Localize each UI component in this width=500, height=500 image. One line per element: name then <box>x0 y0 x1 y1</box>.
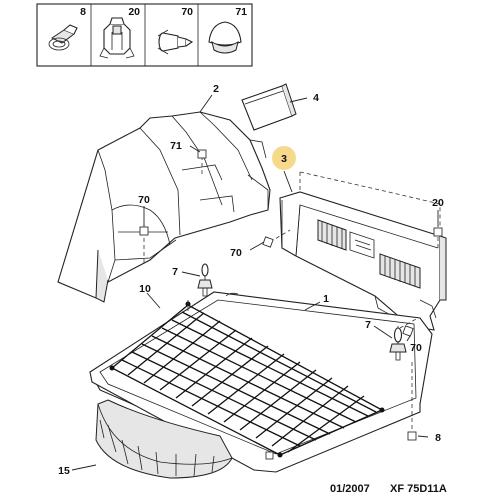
callout-label-15: 15 <box>58 465 70 477</box>
trim-plug-icon <box>208 21 242 54</box>
rear-trim-dashed-outline <box>299 171 441 240</box>
footer-date: 01/2007 <box>330 483 370 495</box>
rear-lower-trim-part <box>279 191 447 331</box>
cargo-net-part <box>109 301 385 458</box>
footer-code: XF 75D11A <box>390 483 447 495</box>
callout-label-7-left: 7 <box>172 266 178 278</box>
left-quarter-trim-part <box>57 111 271 303</box>
storage-tray-part <box>95 399 233 479</box>
callout-label-1: 1 <box>323 293 329 305</box>
leader-lines <box>71 94 439 471</box>
fastener-squares <box>139 149 443 460</box>
small-panel-part <box>241 83 297 131</box>
callout-label-70-right: 70 <box>410 342 422 354</box>
legend-number-70: 70 <box>181 6 193 18</box>
tie-down-ring-right <box>389 326 407 361</box>
callout-label-4: 4 <box>313 92 319 104</box>
retaining-clip-icon <box>99 17 135 59</box>
callout-label-3: 3 <box>281 153 287 165</box>
tie-down-ring-left <box>197 263 213 297</box>
callout-label-70-left: 70 <box>138 194 150 206</box>
callout-label-7-right: 7 <box>365 319 371 331</box>
callout-3-highlight <box>272 146 296 170</box>
legend-box: 8 20 70 71 <box>36 3 253 67</box>
callout-label-2: 2 <box>213 83 219 95</box>
hook-clip-icon <box>48 24 78 51</box>
legend-number-71: 71 <box>235 6 247 18</box>
callout-label-10: 10 <box>139 283 151 295</box>
callout-label-20: 20 <box>432 197 444 209</box>
callout-label-70-middle: 70 <box>230 247 242 259</box>
legend-number-8: 8 <box>80 6 86 18</box>
callout-label-71: 71 <box>170 140 182 152</box>
legend-number-20: 20 <box>128 6 140 18</box>
push-rivet-icon <box>157 29 194 55</box>
callout-label-8: 8 <box>435 432 441 444</box>
